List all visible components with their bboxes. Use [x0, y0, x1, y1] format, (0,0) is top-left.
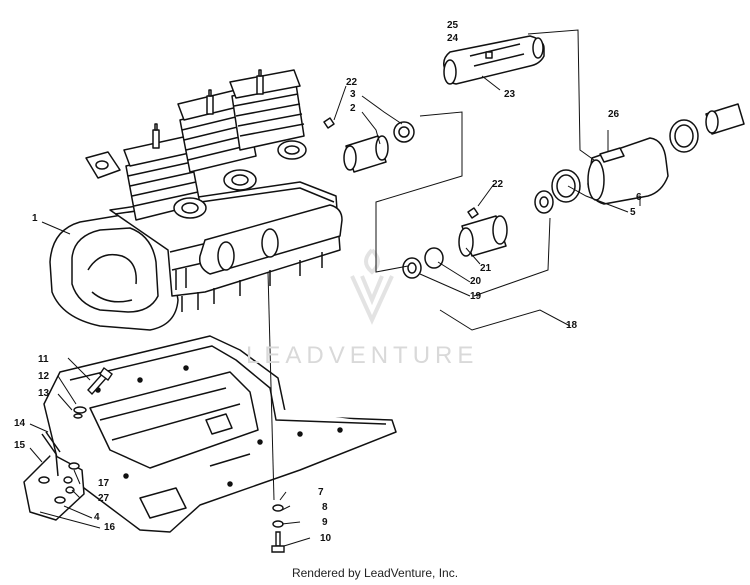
watermark-logo — [350, 248, 394, 325]
hardware-bolt-11 — [63, 366, 113, 494]
callout-19: 19 — [470, 291, 482, 302]
callout-13: 13 — [38, 388, 50, 399]
callout-9: 9 — [322, 517, 328, 528]
callout-25: 25 — [447, 20, 459, 31]
callout-24: 24 — [447, 33, 459, 44]
callout-20: 20 — [470, 276, 482, 287]
callout-22-top: 22 — [346, 77, 358, 88]
callout-6: 6 — [636, 192, 642, 203]
callout-7: 7 — [318, 487, 324, 498]
callout-23: 23 — [504, 89, 516, 100]
callout-10: 10 — [320, 533, 332, 544]
callout-22-mid: 22 — [492, 179, 504, 190]
callout-12: 12 — [38, 371, 50, 382]
leader-lines — [29, 29, 641, 547]
mount-bracket — [23, 431, 85, 521]
callout-14: 14 — [14, 418, 26, 429]
callout-15: 15 — [14, 440, 26, 451]
skid-plate — [43, 335, 397, 533]
watermark-text: LEADVENTURE — [246, 342, 479, 369]
callout-4: 4 — [94, 512, 100, 523]
callout-16: 16 — [104, 522, 116, 533]
exhaust-parts — [323, 35, 745, 279]
callout-8: 8 — [322, 502, 328, 513]
callout-11: 11 — [38, 354, 49, 365]
hardware-bolt-10 — [271, 504, 285, 553]
callout-2: 2 — [350, 103, 356, 114]
engine-assembly — [49, 69, 343, 331]
callout-26: 26 — [608, 109, 620, 120]
callout-18: 18 — [566, 320, 578, 331]
footer-caption: Rendered by LeadVenture, Inc. — [291, 566, 459, 580]
callout-21: 21 — [480, 263, 492, 274]
callout-27: 27 — [98, 493, 110, 504]
callout-17: 17 — [98, 478, 110, 489]
callout-1: 1 — [32, 213, 38, 224]
callout-3: 3 — [350, 89, 356, 100]
callout-5: 5 — [630, 207, 636, 218]
